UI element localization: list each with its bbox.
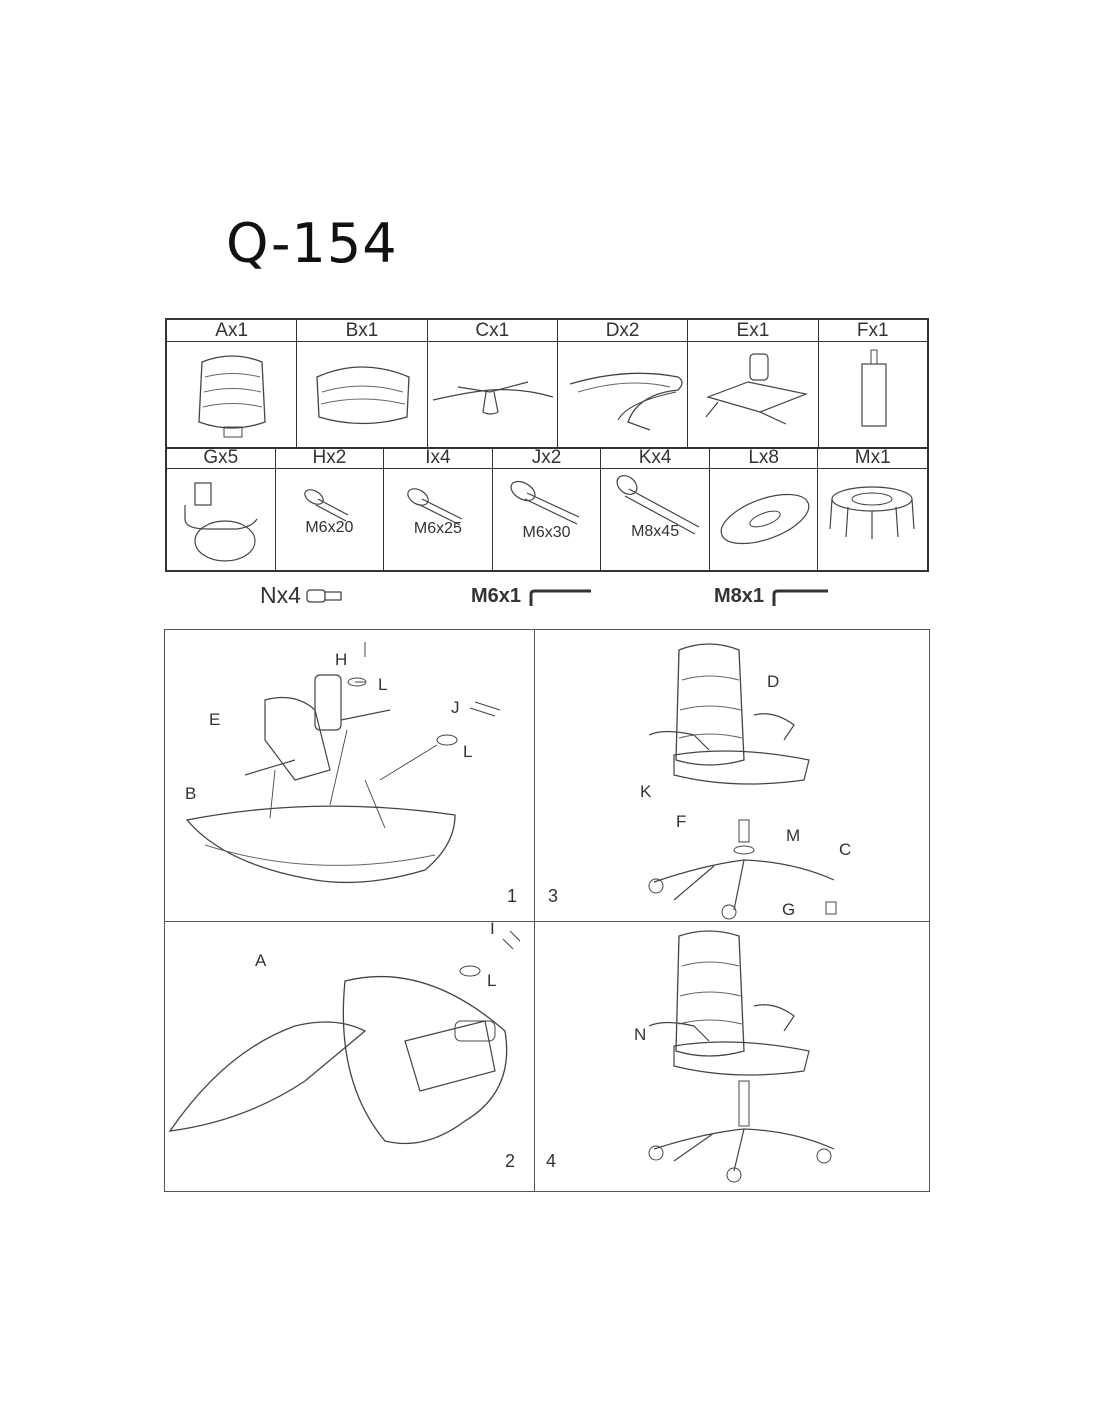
step-number: 4 [546, 1151, 557, 1171]
part-label: Jx2 [492, 447, 601, 469]
step-number: 1 [507, 886, 518, 906]
part-e-cell: Ex1 [688, 320, 819, 447]
step-3: D K F M C G 3 [534, 630, 929, 921]
part-d-cell: Dx2 [557, 320, 689, 447]
tool-label: Nx4 [260, 582, 301, 608]
step-number: 2 [505, 1151, 516, 1171]
parts-table: Ax1 Bx1 Cx1 Dx2 [165, 318, 929, 572]
callout-label: L [463, 742, 473, 761]
part-f-cell: Fx1 [818, 320, 927, 447]
callout-label: J [451, 698, 460, 717]
bolt-size: M6x30 [522, 524, 571, 541]
caster-icon [184, 482, 258, 562]
callout-label: A [255, 951, 267, 970]
bolt-size: M6x20 [305, 519, 354, 536]
part-label: Lx8 [709, 447, 818, 469]
callout-label: C [839, 840, 852, 859]
part-label: Ax1 [167, 320, 297, 342]
step-4-illustration [648, 930, 835, 1183]
callout-label: L [487, 971, 497, 990]
screw-m6x20-icon [303, 489, 348, 522]
hex-key-m8: M8x1 [714, 585, 830, 608]
tool-label: M6x1 [471, 585, 522, 607]
part-i-cell: Ix4 M6x25 [384, 447, 493, 572]
part-label: Hx2 [275, 447, 384, 469]
step-1: H L J L E B 1 [165, 630, 534, 921]
step-4: N 4 [534, 921, 929, 1191]
callout-label: L [378, 675, 388, 694]
callout-label: D [767, 672, 780, 691]
screw-m8x45-icon [616, 475, 700, 535]
callout-label: K [640, 782, 652, 801]
callout-label: E [209, 710, 221, 729]
part-label: Dx2 [557, 320, 688, 342]
tool-label: M8x1 [714, 585, 765, 607]
base-cover-icon [829, 486, 916, 539]
part-label: Ex1 [688, 320, 818, 342]
callout-label: I [490, 919, 495, 938]
part-c-cell: Cx1 [427, 320, 558, 447]
model-title: Q-154 [226, 212, 398, 275]
cap-icon [306, 588, 342, 603]
bolt-size: M8x45 [631, 523, 680, 540]
washer-icon [720, 493, 810, 545]
part-label: Cx1 [427, 320, 557, 342]
part-label: Fx1 [818, 320, 927, 342]
bolt-size: M6x25 [413, 520, 462, 537]
step-1-illustration [185, 642, 501, 884]
tools-row: Nx4 M6x1 M8x1 [165, 582, 929, 616]
screw-m6x25-icon [407, 488, 463, 526]
assembly-steps: H L J L E B 1 D K F M C G 3 [164, 629, 930, 1192]
parts-row-1: Ax1 Bx1 Cx1 Dx2 [167, 320, 927, 449]
chair-base-icon [432, 381, 553, 415]
part-label: Bx1 [297, 320, 427, 342]
part-h-cell: Hx2 M6x20 [275, 447, 385, 572]
part-b-cell: Bx1 [297, 320, 428, 447]
part-g-cell: Gx5 [167, 447, 276, 572]
backrest-icon [198, 355, 266, 438]
step-3-illustration [648, 643, 837, 920]
mechanism-icon [705, 353, 809, 425]
part-label: Kx4 [601, 447, 709, 469]
part-label: Gx5 [167, 447, 275, 469]
callout-label: N [634, 1025, 647, 1044]
allen-key-icon [529, 589, 592, 606]
part-m-cell: Mx1 [818, 447, 928, 572]
part-k-cell: Kx4 M8x45 [601, 447, 710, 572]
screw-m6x30-icon [510, 480, 579, 525]
part-a-cell: Ax1 [167, 320, 298, 447]
cap-tool: Nx4 [260, 582, 345, 609]
callout-label: B [185, 784, 197, 803]
parts-row-2: Gx5 Hx2 M6x20 Ix4 M6x25 Jx2 [167, 447, 928, 572]
allen-key-icon [772, 589, 829, 606]
step-2-illustration [168, 930, 521, 1145]
part-label: Ix4 [384, 447, 492, 469]
callout-label: H [335, 650, 348, 669]
armrest-icon [569, 372, 683, 431]
part-l-cell: Lx8 [709, 447, 819, 572]
part-label: Mx1 [818, 447, 928, 469]
callout-label: M [786, 826, 801, 845]
step-number: 3 [548, 886, 559, 906]
step-2: I L A 2 [165, 919, 534, 1191]
callout-label: G [782, 900, 796, 919]
gas-lift-icon [860, 349, 887, 427]
part-j-cell: Jx2 M6x30 [492, 447, 602, 572]
callout-label: F [676, 812, 687, 831]
seat-icon [316, 366, 410, 425]
hex-key-m6: M6x1 [471, 585, 593, 608]
